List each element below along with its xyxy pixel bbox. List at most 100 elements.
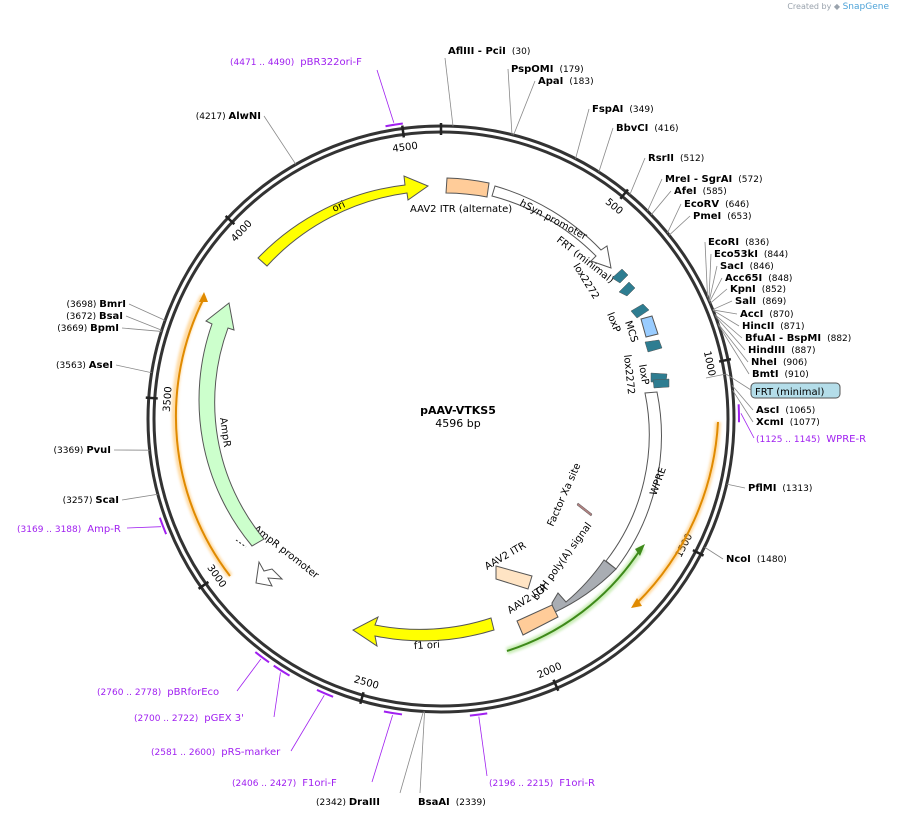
primer-name: pBR322ori-F <box>300 57 362 68</box>
snapgene-logo-icon: ◆ <box>833 2 841 11</box>
enzyme-line <box>128 303 166 321</box>
primer-range: (2406 .. 2427) <box>232 779 296 789</box>
primer-label: (2700 .. 2722)pGEX 3' <box>134 713 244 724</box>
primer-label: (2406 .. 2427)F1ori-F <box>232 778 337 789</box>
ruler-tick <box>224 215 236 226</box>
enzyme-name: PmeI <box>693 211 721 222</box>
enzyme-position: (869) <box>762 297 786 307</box>
enzyme-position: (30) <box>512 47 530 57</box>
enzyme-position: (1313) <box>782 484 812 494</box>
ruler-tick-label: 500 <box>603 197 625 218</box>
feature-ori <box>257 175 430 267</box>
credit-brand: SnapGene <box>842 2 889 12</box>
credit-prefix: Created by <box>787 2 832 11</box>
enzyme-line <box>575 108 590 159</box>
enzyme-label: SalI(869) <box>735 296 786 307</box>
enzyme-line <box>598 127 614 173</box>
enzyme-name: AfeI <box>674 186 697 197</box>
primer-label: (3169 .. 3188)Amp-R <box>17 524 121 535</box>
feature-ampr-promoter <box>255 560 284 587</box>
enzyme-name: BmtI <box>752 369 779 380</box>
primer-line <box>236 658 262 692</box>
enzyme-position: (512) <box>680 154 704 164</box>
enzyme-name: PspOMI <box>511 64 553 75</box>
primer-marks <box>126 69 755 783</box>
primer-range: (3169 .. 3188) <box>17 525 81 535</box>
enzyme-line <box>668 215 691 236</box>
enzyme-line <box>507 68 513 135</box>
enzyme-name: RsrII <box>648 153 674 164</box>
orf-line-left <box>174 297 231 577</box>
plasmid-length: 4596 bp <box>435 417 481 430</box>
enzyme-line <box>704 241 708 298</box>
primer-line <box>273 672 281 718</box>
enzyme-label: HindIII(887) <box>748 345 815 356</box>
ruler-tick <box>692 548 705 557</box>
frt-highlight-box[interactable] <box>750 382 841 399</box>
primer-label: (2581 .. 2600)pRS-marker <box>151 747 281 758</box>
enzyme-line <box>718 324 750 375</box>
enzyme-name: BmrI <box>99 299 126 310</box>
enzyme-position: (910) <box>785 370 809 380</box>
enzyme-label: NcoI (1480) <box>726 554 787 565</box>
primer-name: pBRforEco <box>167 687 219 698</box>
enzyme-separator: - <box>776 333 787 344</box>
enzyme-label: PspOMI (179) <box>511 64 584 75</box>
enzyme-label: PmeI(653) <box>693 211 751 222</box>
primer-name: F1ori-R <box>559 778 595 789</box>
feature-loxp-label: loxP <box>604 311 622 334</box>
enzyme-line <box>121 493 158 501</box>
primer-labels: (4471 .. 4490)pBR322ori-F(1125 .. 1145)W… <box>17 57 866 789</box>
enzyme-line <box>704 546 724 560</box>
enzyme-name: EcoRV <box>684 199 719 210</box>
enzyme-label: (2342) DraIII <box>316 797 380 808</box>
enzyme-name: AlwNI <box>229 111 262 122</box>
feature-lox2272-2-label: lox2272 <box>621 354 636 395</box>
primer-arrow <box>254 651 270 664</box>
feature-mcs-label: MCS <box>622 320 639 344</box>
enzyme-label: AfeI (585) <box>674 186 727 197</box>
feature-ampr <box>198 302 265 547</box>
primer-name: WPRE-R <box>826 434 866 445</box>
enzyme-position: (848) <box>768 274 792 284</box>
feature-mcs <box>640 315 659 338</box>
enzyme-name: SacI <box>720 261 744 272</box>
enzyme-label: KpnI(852) <box>730 284 786 295</box>
enzyme-position: (179) <box>559 65 583 75</box>
enzyme-position: (871) <box>780 322 804 332</box>
enzyme-label: MreI - SgrAI(572) <box>665 174 762 185</box>
feature-hsyn-promoter <box>491 185 612 269</box>
enzyme-position: (183) <box>569 77 593 87</box>
enzyme-position: (1480) <box>757 555 787 565</box>
enzyme-label: HincII(871) <box>742 321 805 332</box>
ampr-overlap-dash <box>235 539 247 548</box>
primer-arrow <box>469 712 488 717</box>
primer-line <box>126 526 162 529</box>
enzyme-name: AccI <box>740 309 763 320</box>
enzyme-name: NcoI <box>726 554 751 565</box>
ruler-tick <box>359 691 365 705</box>
enzyme-position: (416) <box>654 124 678 134</box>
enzyme-position: (1065) <box>785 406 815 416</box>
frt-highlight-label[interactable]: FRT (minimal) <box>755 387 824 398</box>
primer-line <box>371 714 393 783</box>
orf-line-right <box>636 421 719 604</box>
enzyme-position: (585) <box>703 187 727 197</box>
enzyme-label: (3563) AseI <box>56 360 113 371</box>
enzyme-name-extra: BspMI <box>787 333 821 344</box>
enzyme-position: (3672) <box>66 312 99 322</box>
enzyme-name: NheI <box>751 357 777 368</box>
primer-label: (2760 .. 2778)pBRforEco <box>97 687 219 698</box>
enzyme-line <box>444 57 454 127</box>
enzyme-label: SacI(846) <box>720 261 774 272</box>
feature-ampr-label: AmpR <box>217 417 232 448</box>
enzyme-line <box>709 288 728 304</box>
enzyme-position: (836) <box>745 238 769 248</box>
primer-arrow <box>273 664 291 677</box>
enzyme-name: ApaI <box>538 76 563 87</box>
enzyme-label: EcoRV(646) <box>684 199 749 210</box>
orf-arrowhead-green <box>635 544 645 556</box>
primer-range: (4471 .. 4490) <box>230 58 294 68</box>
ruler-tick <box>619 188 629 200</box>
enzyme-name: FspAI <box>592 104 623 115</box>
